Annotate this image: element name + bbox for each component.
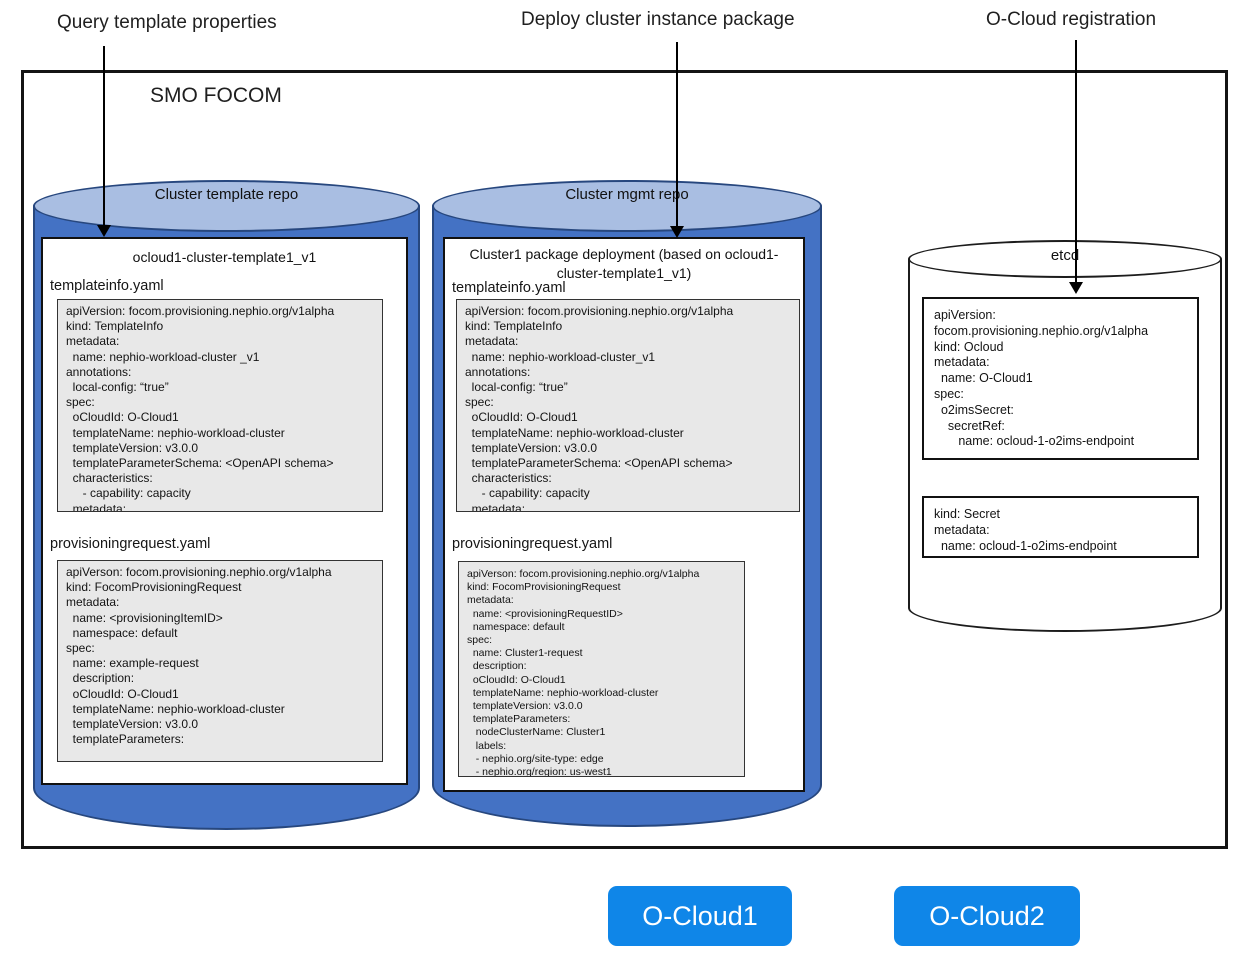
deploy-arrow [670,42,684,238]
ocloud-record: apiVersion: focom.provisioning.nephio.or… [922,297,1199,460]
label-deploy-cluster-instance-package: Deploy cluster instance package [521,9,795,30]
cluster1-package-title: Cluster1 package deployment (based on oc… [469,246,779,281]
etcd-name: etcd [1050,247,1080,264]
provisioningrequest-yaml: apiVerson: focom.provisioning.nephio.org… [57,560,383,762]
cluster-template-repo-name: Cluster template repo [154,186,299,203]
cylinder-top [33,180,420,232]
provisioningrequest-yaml: apiVerson: focom.provisioning.nephio.org… [458,561,745,777]
provisioningrequest-file-label: provisioningrequest.yaml [452,536,613,552]
secret-record: kind: Secret metadata: name: ocloud-1-o2… [922,496,1199,558]
ocloud2-button[interactable]: O-Cloud2 [894,886,1080,946]
templateinfo-yaml: apiVersion: focom.provisioning.nephio.or… [456,299,800,512]
cluster-mgmt-repo-name: Cluster mgmt repo [565,186,689,203]
provisioningrequest-file-label: provisioningrequest.yaml [50,536,211,552]
label-ocloud-registration: O-Cloud registration [986,9,1157,30]
smo-focom-title: SMO FOCOM [150,84,282,107]
templateinfo-file-label: templateinfo.yaml [50,278,164,294]
cylinder-top [908,240,1222,278]
registration-arrow [1069,40,1083,294]
template-package-title: ocloud1-cluster-template1_v1 [132,249,317,265]
ocloud1-button[interactable]: O-Cloud1 [608,886,792,946]
query-arrow [97,46,111,237]
templateinfo-file-label: templateinfo.yaml [452,280,566,296]
cylinder-top [432,180,822,232]
label-query-template-properties: Query template properties [57,12,277,33]
templateinfo-yaml: apiVersion: focom.provisioning.nephio.or… [57,299,383,512]
